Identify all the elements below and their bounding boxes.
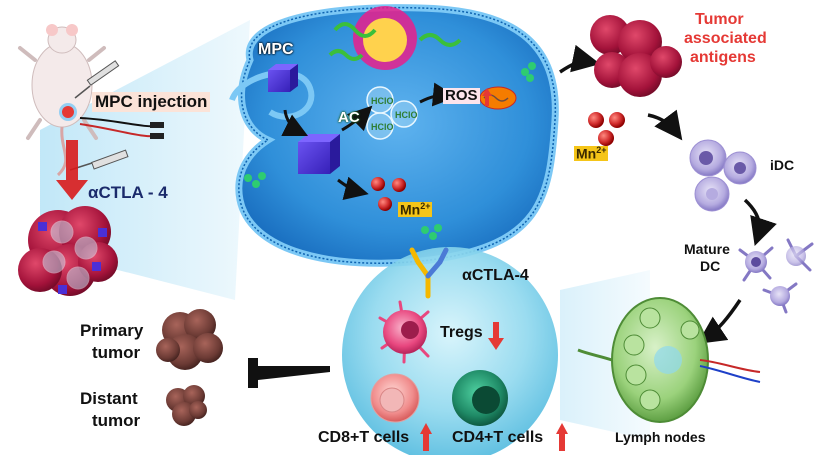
ac-label: AC bbox=[338, 109, 360, 126]
cd8-up-arrow-icon bbox=[420, 423, 432, 451]
arrow-antigens-to-idc bbox=[647, 109, 683, 141]
tumor-antigen-cluster bbox=[590, 15, 682, 97]
arrow-mpc-down bbox=[281, 109, 309, 137]
electrode-clamps-icon bbox=[79, 117, 164, 139]
distant-tumor-image bbox=[166, 385, 207, 426]
tumor-antigens-line2: associated bbox=[684, 30, 767, 47]
tumor-antigens-line3: antigens bbox=[690, 49, 756, 66]
primary-tumor-image bbox=[156, 309, 223, 370]
mn-cell-label: Mn2+ bbox=[398, 201, 433, 218]
ros-up-arrow-icon bbox=[482, 88, 492, 96]
immature-dc-cluster bbox=[689, 139, 757, 212]
hclo-label-3: HClO bbox=[371, 122, 394, 132]
mature-dc-cluster bbox=[738, 238, 814, 314]
mature-dc-line2: DC bbox=[700, 258, 721, 274]
ros-label: ROS bbox=[443, 87, 480, 104]
lymph-nodes-label: Lymph nodes bbox=[615, 429, 706, 445]
hclo-bubble-cluster bbox=[366, 86, 418, 140]
distant-tumor-line1: Distant bbox=[80, 389, 138, 408]
mpc-injection-label: MPC injection bbox=[92, 92, 211, 112]
cd4-up-arrow-icon bbox=[556, 423, 568, 451]
idc-label: iDC bbox=[770, 157, 795, 173]
mpc-label: MPC bbox=[258, 41, 294, 58]
arrow-cell-to-antigens bbox=[559, 44, 601, 74]
lymph-node bbox=[577, 297, 761, 423]
red-down-arrow-icon bbox=[56, 140, 88, 200]
tumor-with-mpc bbox=[18, 206, 118, 296]
mn-spheres-right bbox=[588, 112, 625, 146]
primary-tumor-line2: tumor bbox=[92, 343, 141, 362]
syringe-top-icon bbox=[74, 60, 120, 99]
ros-up-arrow-stem bbox=[485, 96, 489, 106]
mpc-cube-top bbox=[268, 64, 298, 92]
primary-tumor-line1: Primary bbox=[80, 321, 144, 340]
treg-cell bbox=[378, 300, 430, 364]
mn-spheres-cell bbox=[371, 177, 406, 211]
hclo-label-1: HClO bbox=[371, 96, 394, 106]
inhibition-arrow bbox=[248, 358, 330, 388]
cd8-label: CD8+T cells bbox=[318, 429, 410, 446]
antibody-icon bbox=[409, 247, 449, 299]
arrow-idc-to-mature bbox=[743, 198, 777, 246]
cd4-label: CD4+T cells bbox=[452, 429, 544, 446]
distant-tumor-line2: tumor bbox=[92, 411, 141, 430]
hclo-label-2: HClO bbox=[395, 110, 418, 120]
tumor-antigens-line1: Tumor bbox=[695, 11, 744, 28]
actla4-center-label: αCTLA-4 bbox=[462, 267, 529, 284]
tumor-cell bbox=[229, 4, 559, 267]
mature-dc-line1: Mature bbox=[684, 241, 730, 257]
mpc-cube-middle bbox=[298, 134, 340, 174]
arrow-to-mn bbox=[337, 176, 369, 200]
cd8-t-cell bbox=[370, 373, 420, 423]
cd4-t-cell bbox=[452, 370, 508, 426]
mn-right-label: Mn2+ bbox=[574, 145, 609, 162]
tregs-down-arrow-icon bbox=[488, 322, 504, 350]
actla4-left-label: αCTLA - 4 bbox=[88, 183, 168, 202]
mouse-illustration bbox=[18, 24, 106, 177]
arrow-dc-to-lymph bbox=[697, 299, 742, 344]
arrow-to-hclo bbox=[341, 105, 373, 132]
tregs-label: Tregs bbox=[440, 324, 483, 341]
